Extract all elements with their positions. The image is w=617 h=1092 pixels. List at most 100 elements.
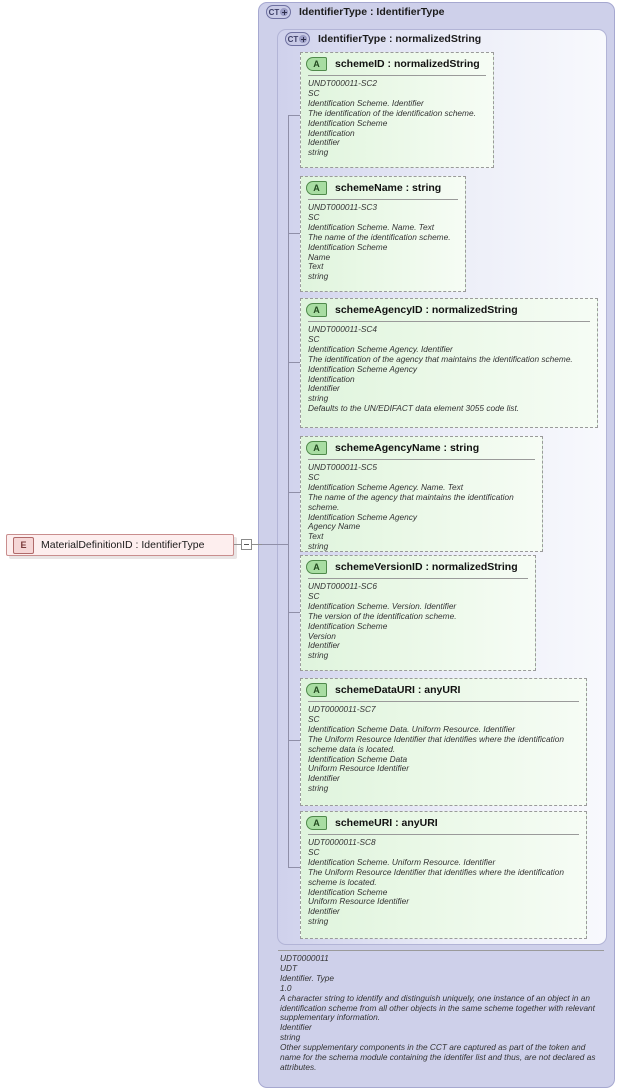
attribute-icon: A — [306, 303, 327, 317]
element-connector-line — [252, 544, 262, 545]
expand-plus-icon[interactable] — [299, 35, 308, 43]
attribute-box[interactable]: A schemeAgencyID : normalizedString UNDT… — [300, 298, 598, 428]
connector-stub — [288, 740, 300, 741]
attribute-title: schemeAgencyID : normalizedString — [335, 304, 518, 316]
doc-line: UNDT000011-SC2 — [308, 78, 378, 88]
connector-stub — [288, 115, 300, 116]
attribute-header: A schemeAgencyName : string — [301, 437, 542, 459]
doc-line: Identifier — [308, 906, 340, 917]
complex-type-icon-letter: CT — [268, 7, 280, 17]
attribute-documentation: UDT0000011-SC8 SC Identification Scheme.… — [301, 835, 586, 931]
doc-line: Identification — [308, 373, 355, 384]
doc-line: Text — [308, 531, 324, 542]
doc-line: Identification Scheme Agency — [308, 363, 417, 374]
element-icon: E — [13, 536, 34, 554]
doc-line: string — [308, 271, 329, 282]
doc-line: 1.0 — [280, 982, 292, 993]
doc-line: The Uniform Resource Identifier that ide… — [308, 733, 564, 754]
doc-line: UNDT000011-SC6 — [308, 581, 378, 591]
doc-line: string — [308, 541, 329, 552]
attribute-icon: A — [306, 683, 327, 697]
attribute-header: A schemeID : normalizedString — [301, 53, 493, 75]
doc-line: Version — [308, 630, 336, 641]
doc-line: Identification Scheme. Uniform Resource.… — [308, 856, 496, 867]
attribute-documentation: UNDT000011-SC2 SC Identification Scheme.… — [301, 76, 493, 162]
element-connector-line — [234, 544, 241, 545]
doc-line: Uniform Resource Identifier — [308, 763, 409, 774]
complex-type-header-inner[interactable]: CT IdentifierType : normalizedString — [285, 32, 481, 46]
attribute-header: A schemeAgencyID : normalizedString — [301, 299, 597, 321]
doc-line: The Uniform Resource Identifier that ide… — [308, 866, 564, 887]
doc-line: Defaults to the UN/EDIFACT data element … — [308, 403, 520, 414]
attribute-box[interactable]: A schemeURI : anyURI UDT0000011-SC8 SC I… — [300, 811, 587, 939]
connector-stub — [288, 362, 300, 363]
attribute-box[interactable]: A schemeID : normalizedString UNDT000011… — [300, 52, 494, 168]
doc-line: Identification Scheme Agency — [308, 511, 417, 522]
attribute-documentation: UNDT000011-SC6 SC Identification Scheme.… — [301, 579, 535, 665]
attribute-box[interactable]: A schemeAgencyName : string UNDT000011-S… — [300, 436, 543, 552]
doc-line: Identifier — [308, 137, 340, 148]
doc-line: Identification Scheme Data. Uniform Reso… — [308, 723, 516, 734]
attribute-documentation: UNDT000011-SC3 SC Identification Scheme.… — [301, 200, 465, 286]
doc-line: Identification Scheme — [308, 117, 388, 128]
doc-line: SC — [308, 211, 320, 222]
attribute-header: A schemeName : string — [301, 177, 465, 199]
doc-line: Uniform Resource Identifier — [308, 896, 409, 907]
attribute-box[interactable]: A schemeVersionID : normalizedString UND… — [300, 555, 536, 671]
divider — [308, 834, 579, 835]
documentation-divider — [278, 950, 604, 951]
doc-line: Other supplementary components in the CC… — [280, 1042, 596, 1072]
doc-line: string — [308, 393, 329, 404]
doc-line: UNDT000011-SC4 — [308, 324, 378, 334]
attribute-documentation: UNDT000011-SC4 SC Identification Scheme … — [301, 322, 597, 418]
doc-line: Identification Scheme — [308, 620, 388, 631]
doc-line: string — [280, 1032, 301, 1043]
doc-line: Identification Scheme. Name. Text — [308, 221, 435, 232]
complex-type-icon[interactable]: CT — [266, 5, 291, 19]
attribute-icon: A — [306, 57, 327, 71]
doc-line: Identification — [308, 127, 355, 138]
doc-line: Identifier — [308, 383, 340, 394]
attribute-icon: A — [306, 441, 327, 455]
divider — [308, 75, 486, 76]
complex-type-icon[interactable]: CT — [285, 32, 310, 46]
element-box[interactable]: E MaterialDefinitionID : IdentifierType — [6, 534, 234, 556]
doc-line: Agency Name — [308, 521, 361, 532]
doc-line: Text — [308, 261, 324, 272]
doc-line: Identifier — [308, 773, 340, 784]
attribute-icon: A — [306, 181, 327, 195]
doc-line: Identification Scheme — [308, 886, 388, 897]
doc-line: Name — [308, 251, 331, 262]
expand-plus-icon[interactable] — [280, 8, 289, 16]
connector-stub — [288, 867, 300, 868]
doc-line: The identification of the agency that ma… — [308, 353, 573, 364]
attribute-title: schemeName : string — [335, 182, 442, 194]
connector-stub — [288, 492, 300, 493]
attribute-title: schemeURI : anyURI — [335, 817, 438, 829]
attribute-icon: A — [306, 816, 327, 830]
element-collapse-toggle[interactable] — [241, 539, 252, 550]
attribute-icon: A — [306, 560, 327, 574]
doc-line: UDT0000011-SC7 — [308, 704, 376, 714]
doc-line: SC — [308, 713, 320, 724]
doc-line: SC — [308, 333, 320, 344]
doc-line: string — [308, 916, 329, 927]
complex-type-header-outer[interactable]: CT IdentifierType : IdentifierType — [266, 5, 444, 19]
doc-line: string — [308, 783, 329, 794]
doc-line: The identification of the identification… — [308, 107, 476, 118]
divider — [308, 701, 579, 702]
attribute-box[interactable]: A schemeDataURI : anyURI UDT0000011-SC7 … — [300, 678, 587, 806]
doc-line: UDT0000011-SC8 — [308, 837, 376, 847]
element-label: MaterialDefinitionID : IdentifierType — [41, 539, 205, 551]
doc-line: string — [308, 147, 329, 158]
doc-line: Identification Scheme Data — [308, 753, 408, 764]
doc-line: A character string to identify and disti… — [280, 992, 595, 1023]
doc-line: Identification Scheme. Version. Identifi… — [308, 600, 457, 611]
divider — [308, 459, 535, 460]
doc-line: string — [308, 650, 329, 661]
doc-line: Identification Scheme. Identifier — [308, 97, 424, 108]
attribute-box[interactable]: A schemeName : string UNDT000011-SC3 SC … — [300, 176, 466, 292]
doc-line: SC — [308, 471, 320, 482]
divider — [308, 578, 528, 579]
